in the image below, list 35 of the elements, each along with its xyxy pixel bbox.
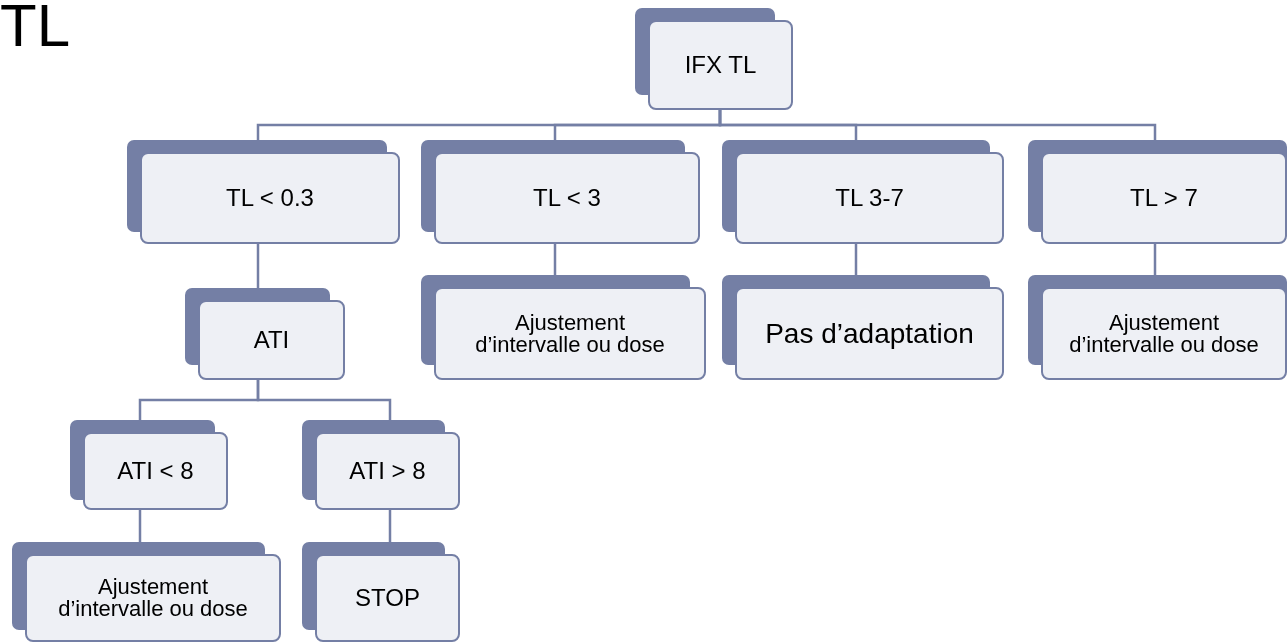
process-box (12, 542, 281, 642)
box-label: ATI < 8 (117, 459, 194, 483)
connector-line (1153, 244, 1157, 275)
process-box (421, 275, 706, 380)
connector-line (553, 244, 557, 275)
box-label: STOP (355, 586, 420, 610)
diagram-title: TL (0, 0, 71, 56)
box-label: TL < 0.3 (226, 186, 314, 210)
connector-line (138, 510, 142, 542)
process-box (127, 140, 400, 244)
process-box (302, 542, 460, 642)
process-box (1028, 140, 1287, 244)
connector-line (256, 380, 392, 420)
process-box (185, 288, 345, 380)
process-box (722, 140, 1004, 244)
box-label: Ajustement d’intervalle ou dose (1068, 311, 1260, 356)
connector-line (854, 244, 858, 275)
box-label: Ajustement d’intervalle ou dose (474, 311, 666, 356)
box-label: TL > 7 (1130, 186, 1198, 210)
process-box (722, 275, 1004, 380)
process-box (302, 420, 460, 510)
box-label: Pas d’adaptation (765, 319, 974, 348)
box-label: IFX TL (684, 53, 757, 77)
connector-line (388, 510, 392, 542)
connector-line (256, 244, 260, 288)
process-box (635, 8, 793, 110)
box-label: ATI > 8 (349, 459, 426, 483)
box-label: TL < 3 (533, 186, 601, 210)
connector-line (718, 110, 1157, 140)
box-label: Ajustement d’intervalle ou dose (57, 576, 249, 620)
process-box (421, 140, 700, 244)
process-box (70, 420, 228, 510)
box-label: TL 3-7 (835, 186, 904, 210)
process-box (1028, 275, 1287, 380)
box-label: ATI (253, 328, 290, 352)
